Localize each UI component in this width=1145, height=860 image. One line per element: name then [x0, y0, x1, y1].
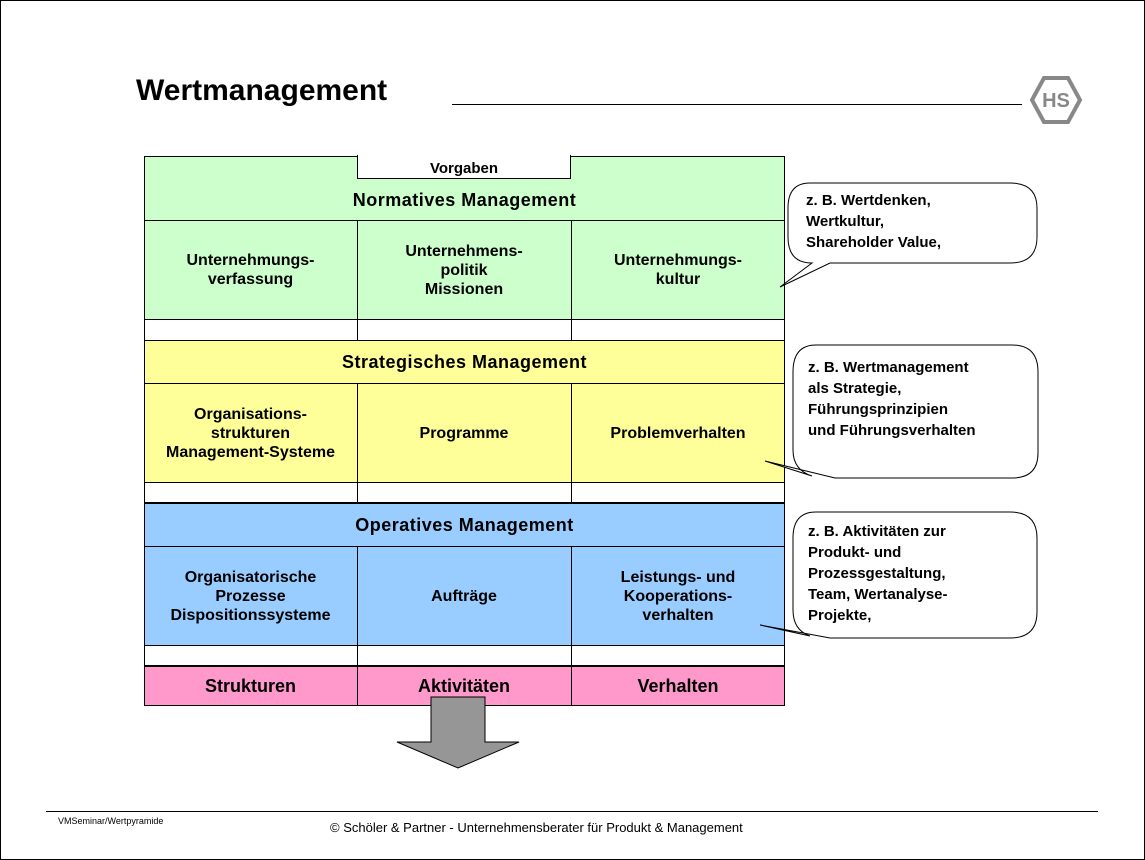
bottom-cell-strukturen: Strukturen: [204, 675, 296, 696]
divider: [144, 319, 785, 320]
strategic-cell-1: Organisations- strukturen Management-Sys…: [166, 405, 335, 461]
down-arrow: [396, 696, 520, 769]
bottom-cell-verhalten: Verhalten: [637, 675, 719, 696]
callout-text-3: z. B. Aktivitäten zur Produkt- und Proze…: [808, 523, 948, 624]
divider: [144, 383, 785, 384]
divider: [144, 482, 785, 483]
strategic-cell-3: Problemverhalten: [610, 424, 746, 442]
divider: [571, 383, 572, 503]
callout-2-shape: [764, 344, 1039, 479]
strategic-spacer: [145, 483, 784, 502]
operative-cell-2: Aufträge: [431, 587, 497, 605]
bottom-cell-aktivitaeten: Aktivitäten: [417, 675, 511, 696]
footer-divider: [46, 811, 1098, 812]
callout-3-shape: [759, 511, 1038, 639]
operative-cell-3: Leistungs- und Kooperations- verhalten: [620, 568, 736, 624]
footer-left-label: VMSeminar/Wertpyramide: [58, 816, 164, 826]
divider: [144, 645, 785, 646]
divider: [357, 220, 358, 340]
callout-1-shape: [779, 182, 1038, 288]
divider: [571, 220, 572, 340]
logo-text: HS: [1042, 90, 1070, 112]
title-underline: [452, 104, 1022, 105]
normative-block: [144, 156, 785, 340]
vorgaben-notch: [357, 155, 571, 179]
operative-spacer: [145, 646, 784, 665]
divider: [357, 666, 358, 706]
divider: [357, 546, 358, 666]
callout-text-2: z. B. Wertmanagement als Strategie, Führ…: [808, 359, 976, 439]
divider: [144, 546, 785, 547]
normative-spacer: [145, 320, 784, 340]
divider: [357, 383, 358, 503]
normative-cell-2: Unternehmens- politik Missionen: [405, 242, 523, 298]
operative-block: [144, 503, 785, 666]
slide-title: Wertmanagement: [136, 74, 388, 107]
footer-copyright: © Schöler & Partner - Unternehmensberate…: [330, 820, 743, 835]
callout-text-1: z. B. Wertdenken, Wertkultur, Shareholde…: [806, 192, 942, 251]
normative-header: Normatives Management: [352, 189, 577, 210]
strategic-block: [144, 340, 785, 503]
normative-cell-1: Unternehmungs- verfassung: [186, 252, 315, 288]
normative-cell-3: Unternehmungs- kultur: [614, 252, 742, 288]
operative-header: Operatives Management: [355, 514, 574, 535]
vorgaben-label: Vorgaben: [429, 159, 499, 177]
hs-logo: HS: [1029, 76, 1083, 124]
divider: [144, 220, 785, 221]
operative-cell-1: Organisatorische Prozesse Dispositionssy…: [170, 568, 331, 624]
divider: [571, 546, 572, 666]
divider: [571, 666, 572, 706]
strategic-header: Strategisches Management: [341, 351, 588, 372]
strategic-cell-2: Programme: [419, 424, 509, 442]
